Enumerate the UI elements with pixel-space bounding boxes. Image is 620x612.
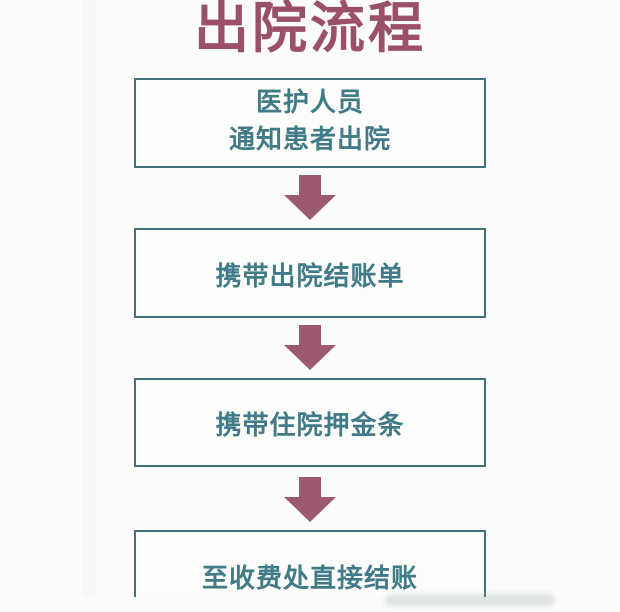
watermark-smudge — [385, 594, 555, 606]
scan-artifact — [82, 0, 96, 612]
flow-step-notify-discharge: 医护人员 通知患者出院 — [134, 78, 486, 168]
flow-step-bring-bill: 携带出院结账单 — [134, 228, 486, 318]
down-arrow-icon — [284, 325, 336, 370]
arrow-head — [284, 195, 336, 220]
step-text-line: 至收费处直接结账 — [201, 562, 418, 593]
bottom-crop-fade — [0, 597, 620, 612]
arrow-head — [284, 345, 336, 370]
down-arrow-icon — [284, 477, 336, 522]
page-title: 出院流程 — [193, 0, 426, 59]
arrow-stem — [299, 325, 321, 345]
arrow-head — [284, 497, 336, 522]
down-arrow-icon — [284, 175, 336, 220]
step-text-line: 医护人员 — [255, 87, 364, 117]
step-text-line: 携带出院结账单 — [215, 260, 405, 291]
flow-step-bring-deposit-slip: 携带住院押金条 — [134, 378, 486, 467]
arrow-stem — [299, 175, 321, 195]
step-text-line: 携带住院押金条 — [215, 410, 405, 440]
arrow-stem — [299, 477, 321, 497]
step-text-line: 通知患者出院 — [228, 124, 391, 154]
